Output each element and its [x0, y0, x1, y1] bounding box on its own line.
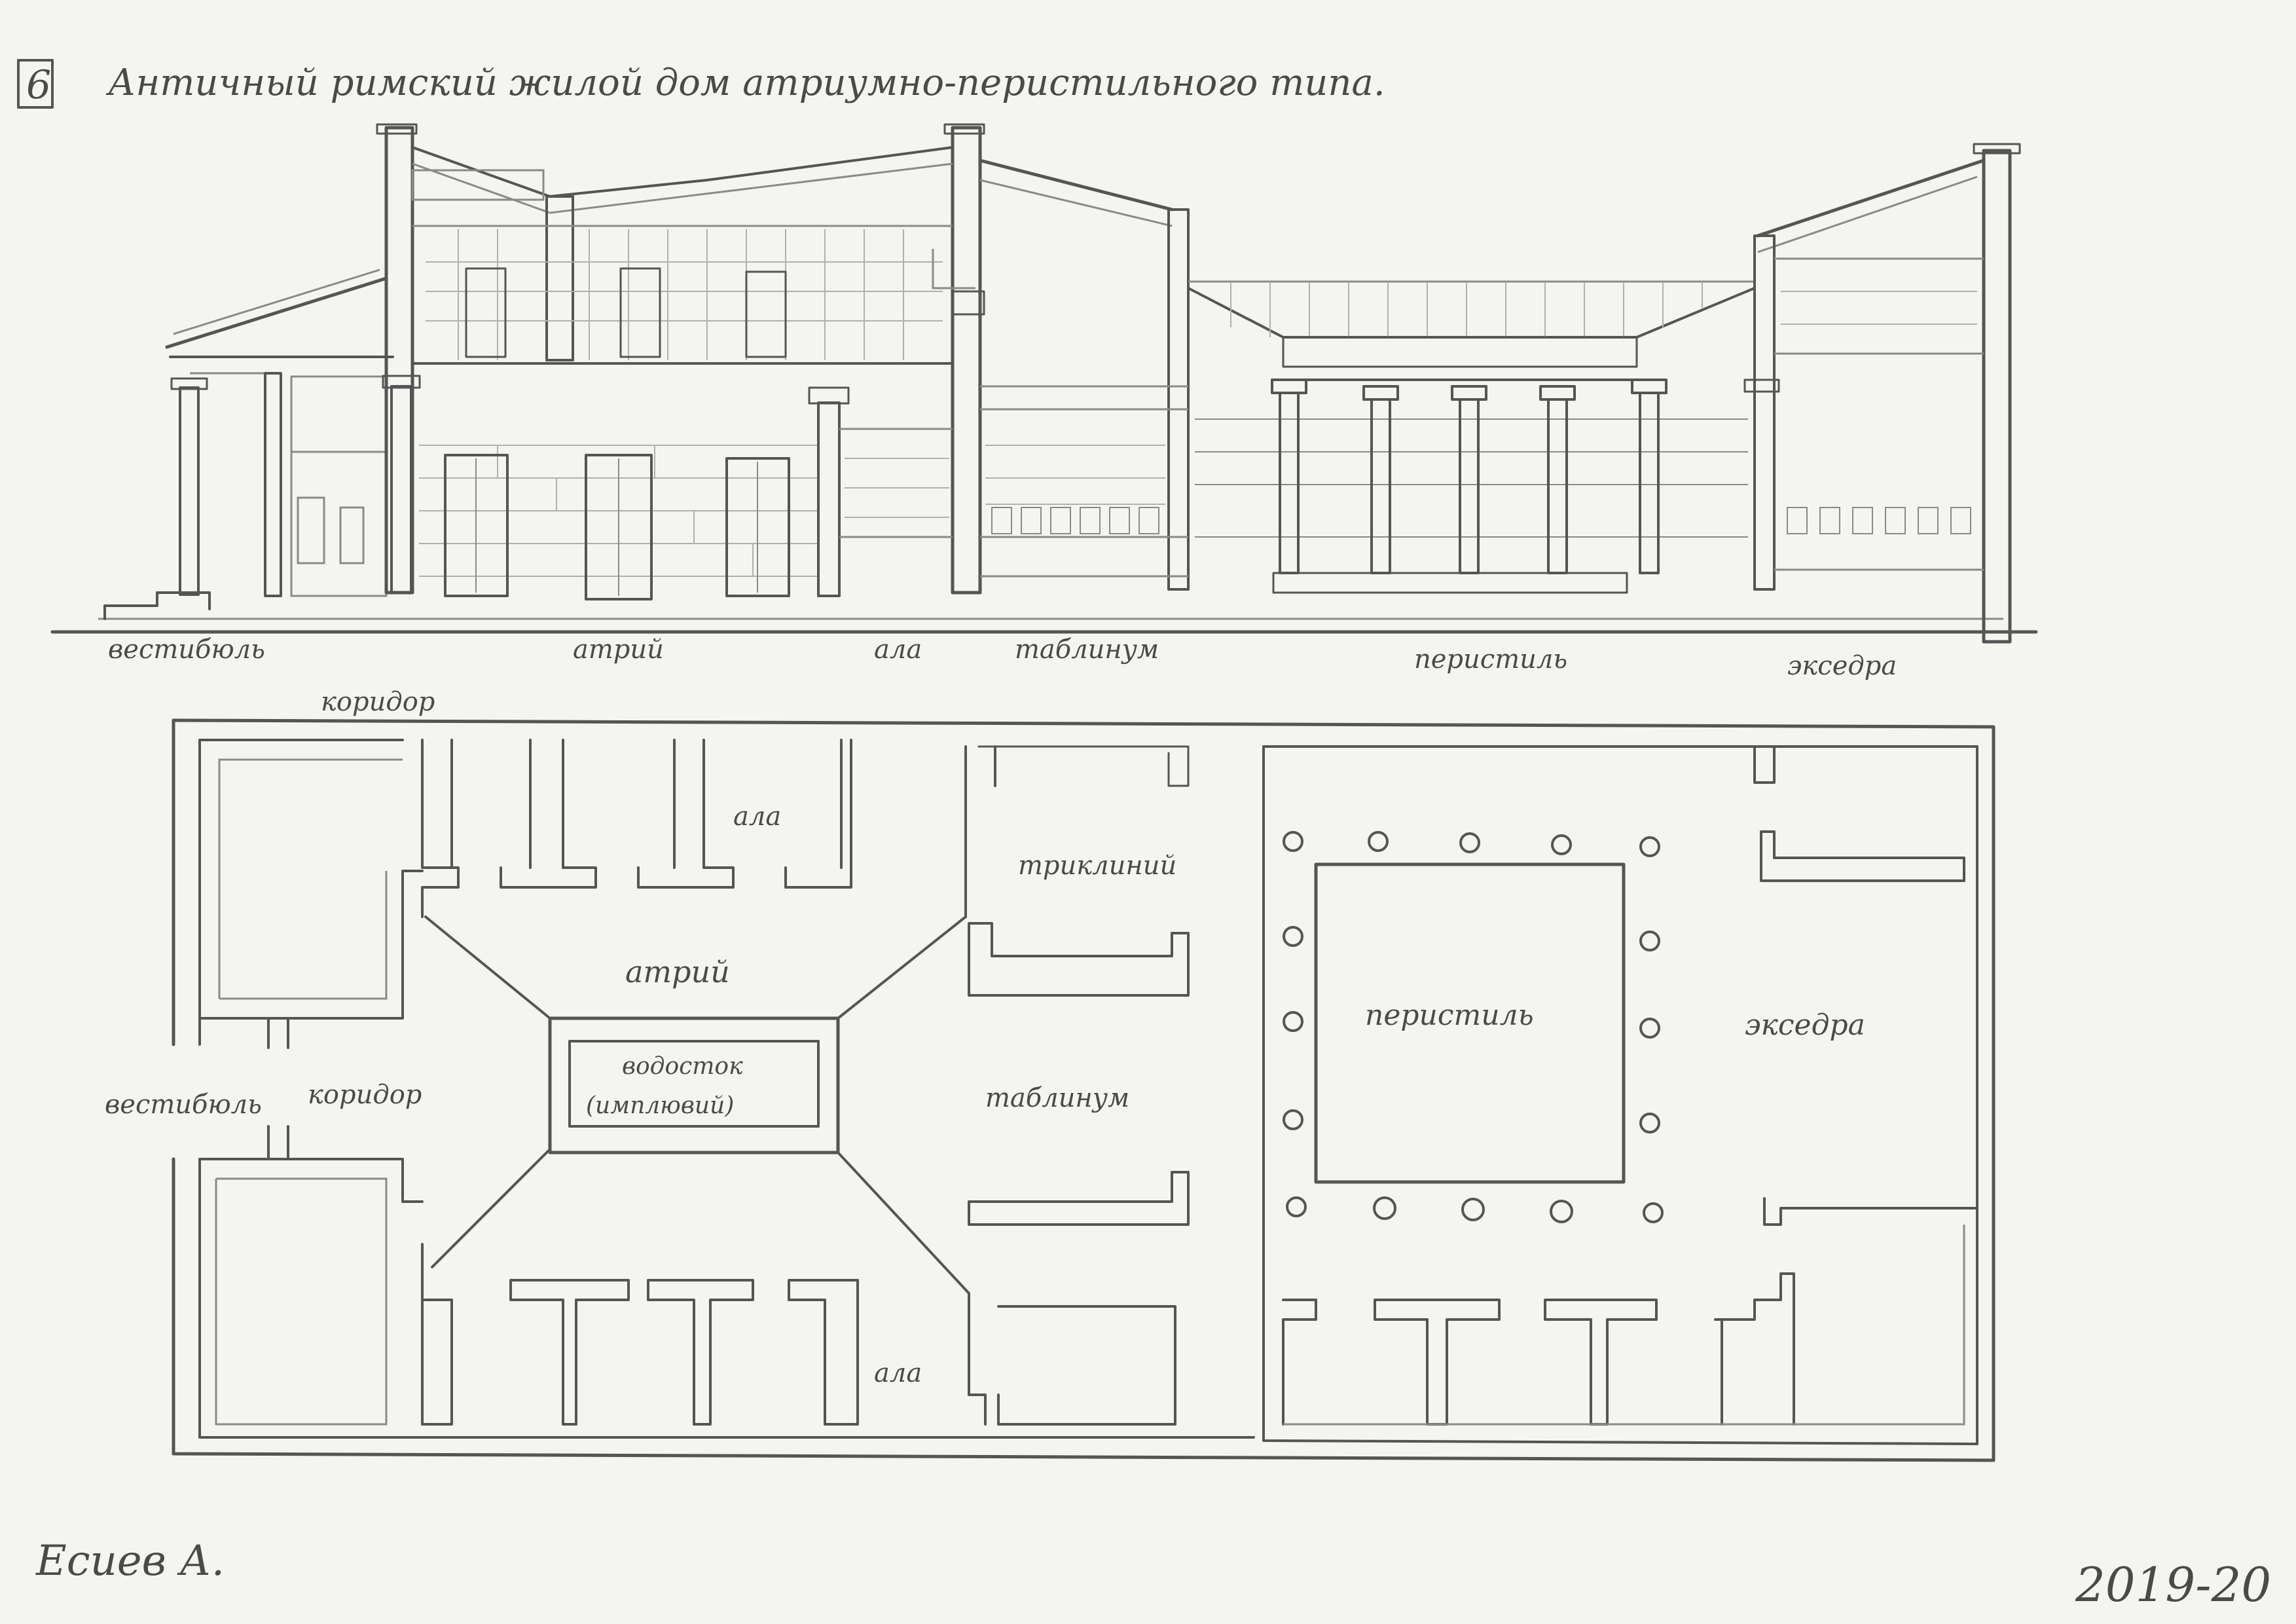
sheet-number: 6 — [26, 62, 51, 108]
section-label-tablinum: таблинум — [1015, 635, 1159, 665]
atrium-column-left — [390, 385, 412, 594]
tablinum-roof — [978, 158, 1174, 212]
section-label-peristyle: перистиль — [1414, 644, 1567, 674]
plan-label-tablinum: таблинум — [985, 1083, 1129, 1113]
plan-label-corridor-mid: коридор — [308, 1080, 422, 1110]
author-signature: Есиев А. — [35, 1537, 225, 1585]
impluvium — [548, 1016, 840, 1154]
section-label-vestibule: вестибюль — [108, 635, 265, 665]
peristyle-bottom-rooms — [1282, 1272, 1795, 1426]
entrance-steps — [103, 591, 211, 620]
plan-outer-wall — [172, 718, 1995, 1462]
floor-plan — [172, 718, 1995, 1462]
plan-label-atrium: атрий — [625, 954, 730, 989]
atrium-right-wall — [951, 126, 982, 595]
longitudinal-section — [50, 123, 2038, 644]
sheet-header: 6 Античный римский жилой дом атриумно-пе… — [17, 59, 1385, 109]
exedra-frieze — [1787, 507, 1971, 534]
atrium-roof — [411, 146, 954, 198]
peristyle-block-wall — [1262, 745, 1978, 1445]
atrium-diagonal-ne — [837, 915, 967, 1020]
section-label-atrium: атрий — [573, 635, 664, 665]
vestibule-column — [179, 386, 200, 596]
sheet-title: Античный римский жилой дом атриумно-пери… — [105, 62, 1385, 104]
peristyle-roof-beams — [1230, 283, 1703, 337]
plan-label-peristyle: перистиль — [1365, 999, 1534, 1032]
peristyle-plan-columns — [1283, 831, 1664, 1223]
tablinum-frieze — [991, 507, 1159, 534]
room-top-left — [198, 870, 424, 1020]
peristyle-courtyard — [1314, 862, 1626, 1184]
plan-labels: коридор ала триклиний атрий водосток (им… — [105, 687, 1865, 1388]
plan-label-triclinium: триклиний — [1018, 851, 1176, 881]
top-cubicula — [421, 739, 852, 918]
vestibule-roof — [165, 276, 388, 369]
atrium-door-2 — [585, 454, 653, 600]
atrium-door-3 — [725, 457, 790, 597]
impluvium-inner — [568, 1040, 820, 1128]
plan-label-corridor-top: коридор — [321, 687, 435, 717]
section-labels: вестибюль атрий ала таблинум перистиль э… — [108, 635, 1897, 681]
sheet-footer: Есиев А. 2019-20 — [35, 1537, 2271, 1612]
exedra-wall-top — [1760, 830, 1965, 882]
upper-facade-grid — [426, 229, 943, 360]
plan-label-impluvium-1: водосток — [622, 1053, 743, 1080]
plan-label-vestibule: вестибюль — [105, 1090, 262, 1120]
plan-label-exedra: экседра — [1745, 1008, 1865, 1042]
plan-label-ala-bottom: ала — [874, 1358, 922, 1388]
section-label-exedra: экседра — [1787, 651, 1897, 681]
section-label-ala: ала — [874, 635, 922, 665]
atrium-diagonal-se — [837, 1151, 970, 1295]
peristyle-roof — [1187, 287, 1756, 339]
tablinum-wall — [968, 1171, 1190, 1226]
exedra-back-wall — [1982, 149, 2012, 644]
sheet-year: 2019-20 — [2075, 1557, 2271, 1612]
exedra-roof — [1756, 158, 1986, 238]
triclinium-wall — [968, 922, 1190, 997]
sheet-number-box — [17, 59, 54, 109]
atrium-diagonal-nw — [424, 915, 551, 1020]
peristyle-columns — [1271, 378, 1667, 574]
bottom-cubicula — [421, 1243, 987, 1426]
plan-label-ala-top: ала — [733, 802, 781, 832]
atrium-door-1 — [444, 454, 509, 597]
ala-column — [817, 401, 841, 597]
plan-label-impluvium-2: (имплювий) — [586, 1092, 734, 1119]
room-bottom-left — [198, 1158, 424, 1203]
atrium-diagonal-sw — [431, 1148, 551, 1268]
exedra-wall-bottom — [1763, 1197, 1978, 1226]
